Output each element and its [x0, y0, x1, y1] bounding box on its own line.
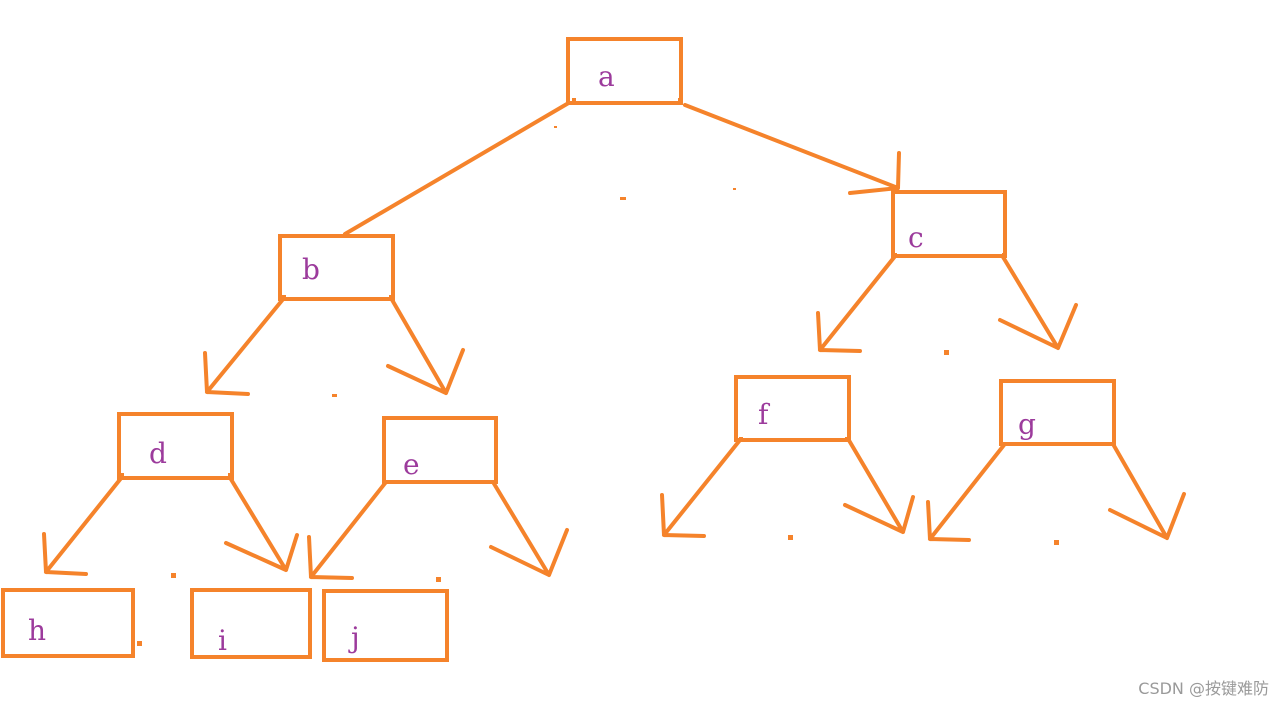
node-box-f — [734, 375, 851, 442]
stray-mark — [845, 437, 849, 441]
edge-d-h — [42, 475, 124, 576]
edge-a-c — [683, 103, 901, 195]
stray-mark — [893, 253, 897, 257]
edges-layer — [42, 99, 1186, 580]
node-box-i — [190, 588, 312, 659]
node-box-h — [1, 588, 135, 658]
edge-e-empty — [489, 480, 569, 577]
stray-marks-layer — [120, 98, 1115, 646]
stray-mark — [436, 577, 441, 582]
node-b: b — [278, 234, 395, 301]
node-label-b: b — [302, 253, 320, 286]
node-label-a: a — [598, 60, 615, 93]
node-a: a — [566, 37, 683, 105]
node-h: h — [1, 588, 135, 658]
edge-e-j — [307, 480, 388, 580]
stray-mark — [1002, 442, 1006, 446]
stray-mark — [492, 480, 496, 484]
watermark: CSDN @按键难防 — [1138, 679, 1269, 698]
stray-mark — [1002, 253, 1006, 257]
stray-mark — [332, 394, 337, 397]
stray-mark — [1054, 540, 1059, 545]
stray-mark — [739, 437, 743, 441]
stray-mark — [389, 295, 393, 299]
stray-mark — [678, 98, 682, 102]
stray-mark — [120, 473, 124, 477]
edge-c-f — [816, 253, 898, 353]
node-label-c: c — [908, 221, 924, 254]
stray-mark — [384, 480, 388, 484]
node-box-b — [278, 234, 395, 301]
edge-b-d — [203, 296, 286, 396]
node-box-a — [566, 37, 683, 105]
node-f: f — [734, 375, 851, 442]
node-c: c — [891, 190, 1007, 258]
edge-f-empty — [843, 435, 915, 534]
node-g: g — [999, 379, 1116, 446]
node-label-d: d — [149, 437, 167, 470]
node-j: j — [322, 589, 449, 662]
node-label-j: j — [348, 621, 360, 654]
node-d: d — [117, 412, 234, 480]
stray-mark — [620, 197, 626, 200]
edge-c-g — [998, 255, 1078, 350]
stray-mark — [171, 573, 176, 578]
stray-mark — [733, 188, 736, 190]
node-box-j — [322, 589, 449, 662]
edge-b-e — [386, 296, 465, 395]
stray-mark — [788, 535, 793, 540]
stray-mark — [944, 350, 949, 355]
stray-mark — [282, 295, 286, 299]
node-box-e — [382, 416, 498, 484]
node-label-e: e — [403, 448, 420, 481]
stray-mark — [1111, 442, 1115, 446]
node-box-c — [891, 190, 1007, 258]
stray-mark — [554, 126, 557, 128]
node-label-g: g — [1018, 408, 1036, 441]
node-label-h: h — [28, 614, 46, 647]
edge-d-i — [224, 474, 299, 572]
stray-mark — [137, 641, 142, 646]
node-label-f: f — [758, 398, 771, 431]
stray-mark — [228, 473, 232, 477]
edge-a-b — [343, 99, 574, 236]
node-e: e — [382, 416, 498, 484]
stray-mark — [572, 98, 576, 102]
node-box-d — [117, 412, 234, 480]
edge-g-empty — [926, 443, 1006, 542]
node-box-g — [999, 379, 1116, 446]
edge-g-empty — [1108, 442, 1186, 540]
node-label-i: i — [218, 624, 227, 657]
node-i: i — [190, 588, 312, 659]
nodes-layer: a b c d e f g h i j — [1, 37, 1116, 662]
edge-f-empty — [660, 438, 742, 538]
